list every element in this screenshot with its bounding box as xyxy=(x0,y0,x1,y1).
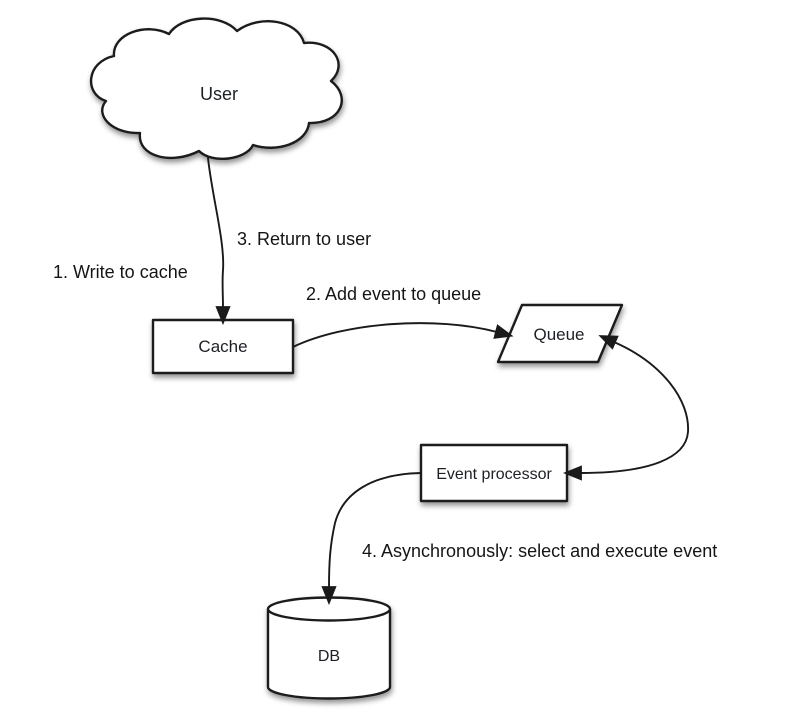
edge-eventprocessor-to-db xyxy=(321,472,422,606)
event-processor-label: Event processor xyxy=(436,466,552,483)
edge-queue-eventprocessor-bidirectional xyxy=(562,335,689,481)
db-node xyxy=(266,596,392,700)
step-1-label: 1. Write to cache xyxy=(53,262,188,282)
db-cylinder-top xyxy=(266,596,392,622)
db-cylinder-body xyxy=(266,609,392,700)
db-label: DB xyxy=(318,648,340,665)
edge-cache-to-queue xyxy=(292,322,514,348)
user-label: User xyxy=(200,84,238,104)
step-3-label: 3. Return to user xyxy=(237,229,371,249)
node-shapes xyxy=(90,17,624,700)
event-processor-node xyxy=(419,443,569,503)
edges xyxy=(207,157,689,606)
cache-label: Cache xyxy=(198,337,247,356)
edge-user-to-cache xyxy=(207,157,231,326)
labels: User Cache Queue Event processor DB 1. W… xyxy=(53,84,717,665)
user-cloud-shape xyxy=(90,17,343,160)
queue-label: Queue xyxy=(533,325,584,344)
step-4-label: 4. Asynchronously: select and execute ev… xyxy=(362,541,717,561)
step-2-label: 2. Add event to queue xyxy=(306,284,481,304)
